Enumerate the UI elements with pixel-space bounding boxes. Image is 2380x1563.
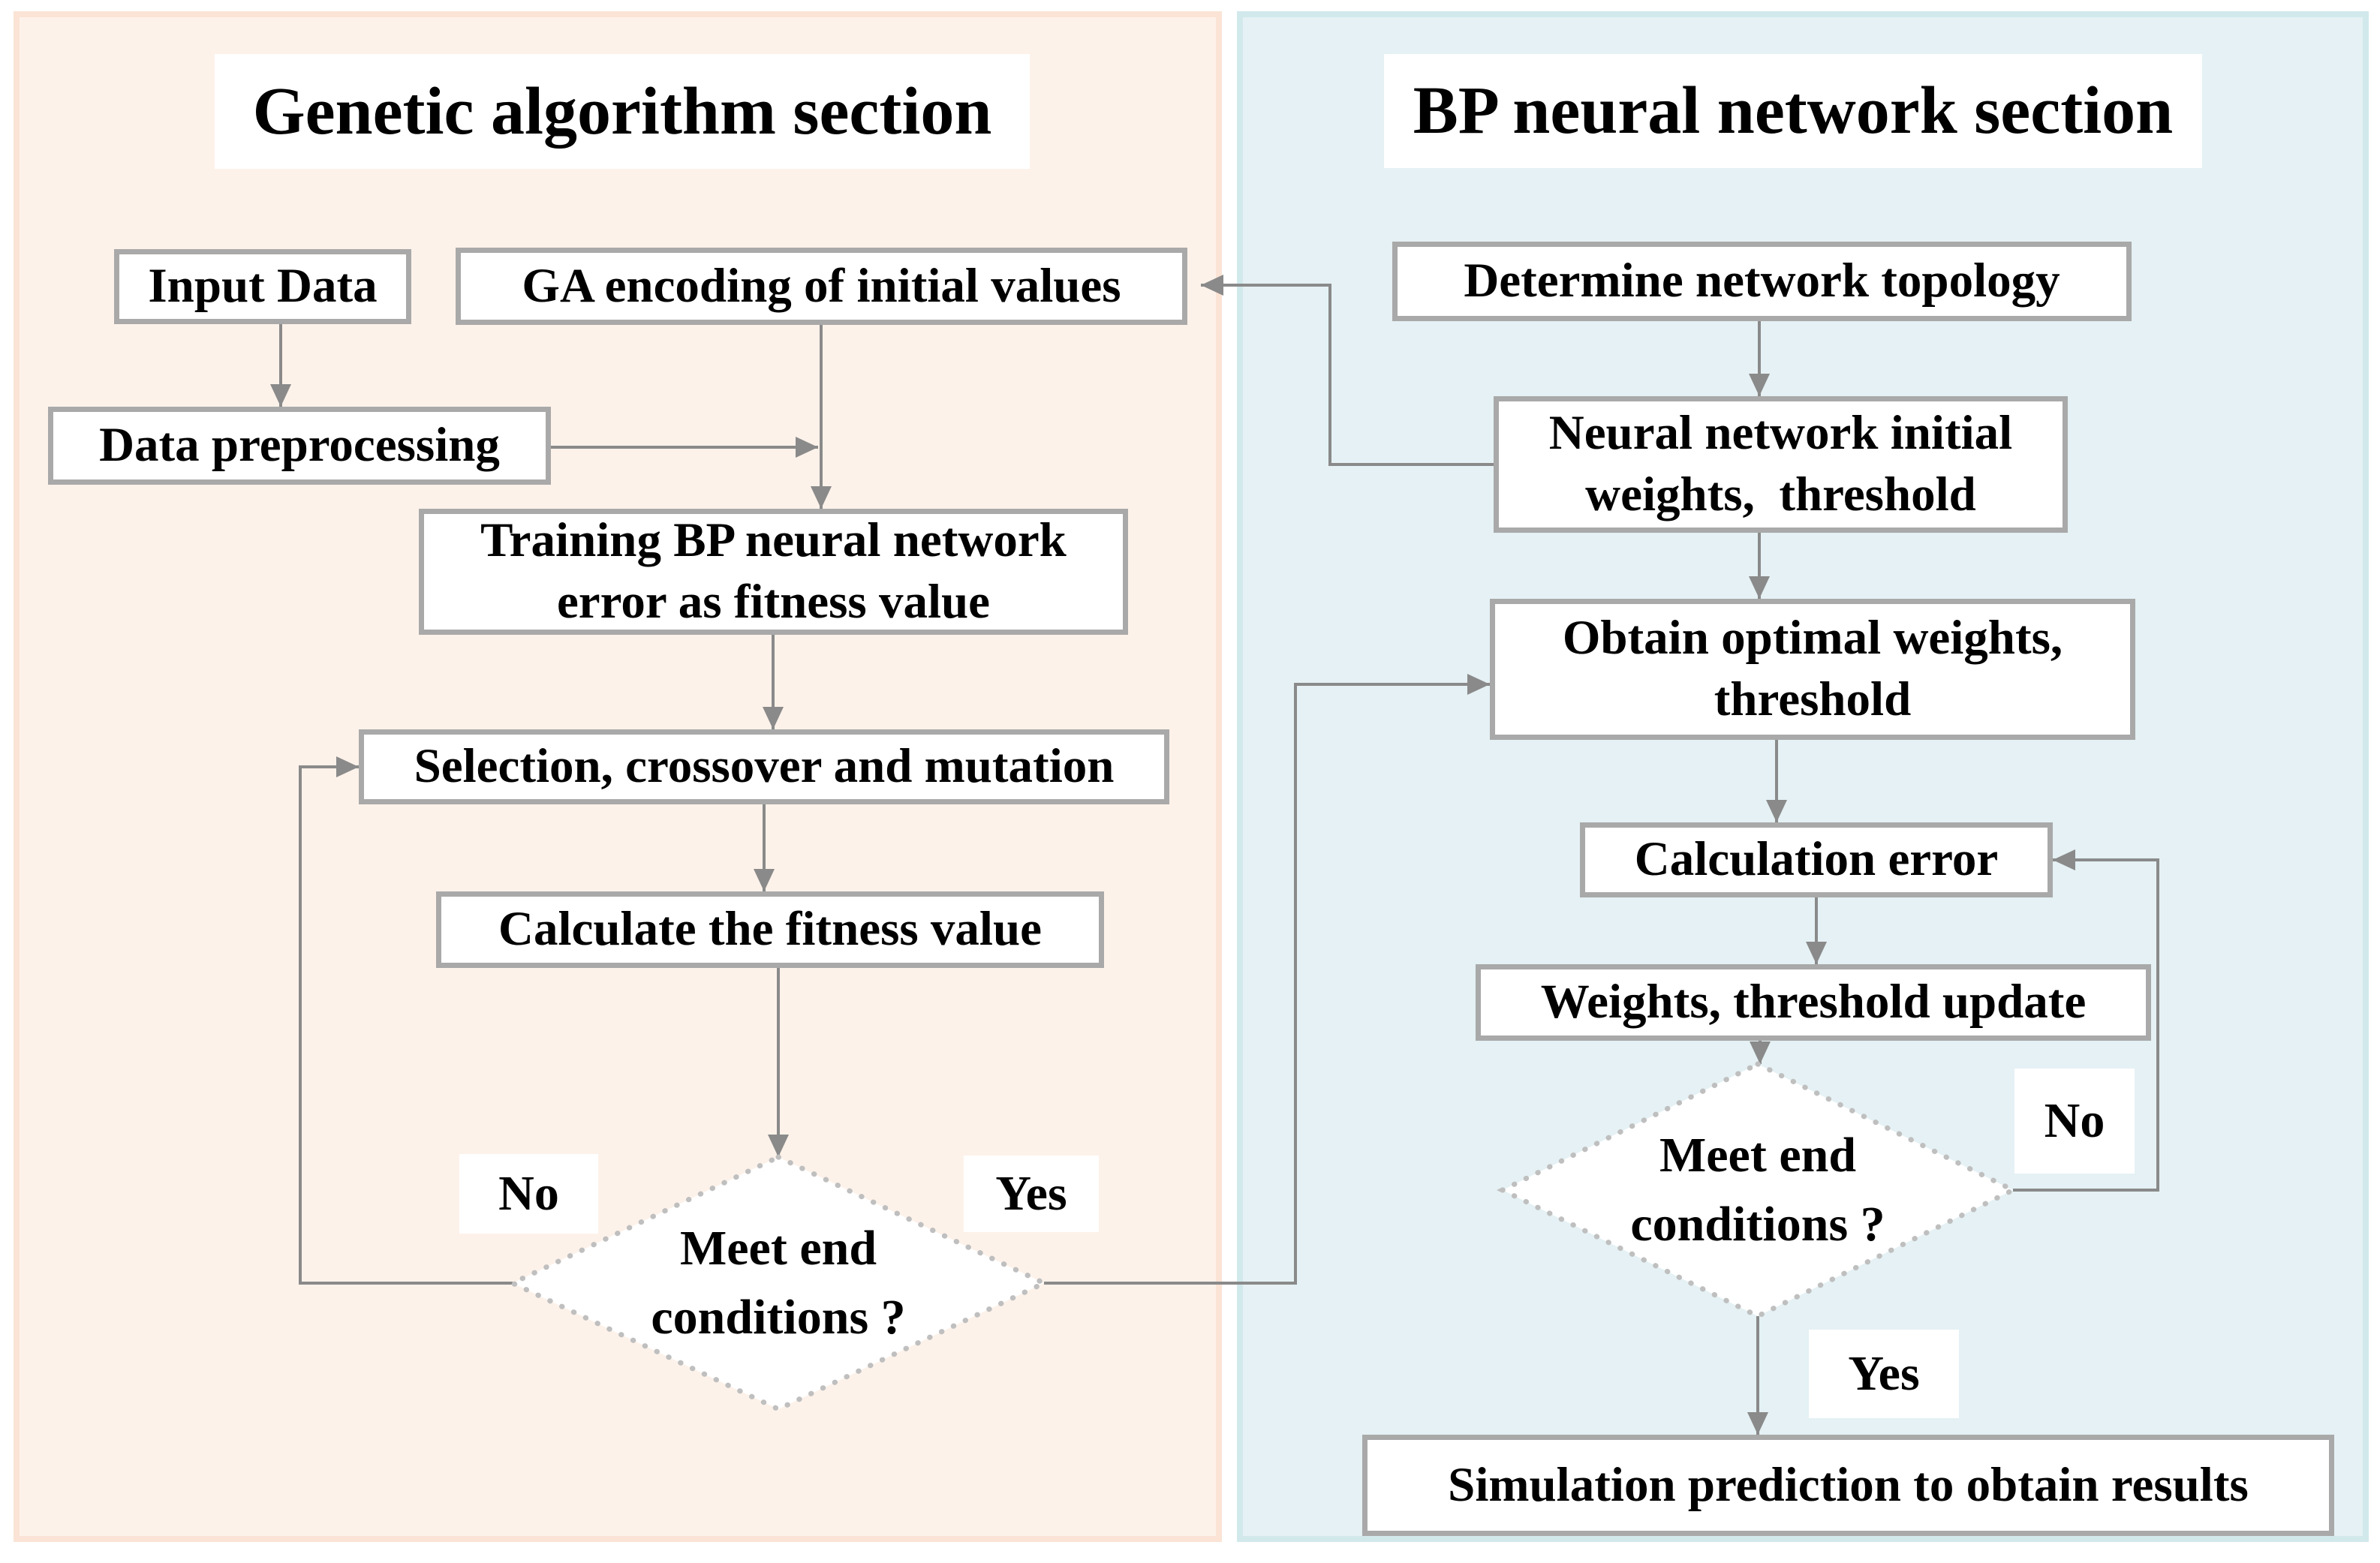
bp-decision-text: Meet end conditions ? xyxy=(1495,1078,2020,1303)
bp-section-title: BP neural network section xyxy=(1384,54,2202,168)
bp-decision-line2: conditions ? xyxy=(1630,1197,1885,1252)
node-training-bp-network: Training BP neural network error as fitn… xyxy=(419,509,1128,635)
edge-neural-to-gaencoding xyxy=(1201,275,1494,466)
node-calculation-error: Calculation error xyxy=(1580,822,2053,897)
ga-yes-label-text: Yes xyxy=(995,1166,1067,1221)
node-selection-crossover-mutation: Selection, crossover and mutation xyxy=(359,729,1169,804)
node-input-data: Input Data xyxy=(114,249,411,324)
ga-no-label: No xyxy=(459,1154,598,1234)
node-neural-initial-weights: Neural network initial weights, threshol… xyxy=(1494,396,2068,533)
node-determine-topology: Determine network topology xyxy=(1392,242,2132,321)
bp-section-title-text: BP neural network section xyxy=(1413,74,2174,149)
node-determine-topology-label: Determine network topology xyxy=(1464,254,2060,308)
node-training-line2: error as fitness value xyxy=(556,575,991,629)
node-weights-threshold-update: Weights, threshold update xyxy=(1476,964,2151,1041)
edge-bp-no-loop xyxy=(2013,849,2159,1192)
node-input-data-label: Input Data xyxy=(148,259,378,314)
node-calculate-fitness-label: Calculate the fitness value xyxy=(498,902,1042,957)
node-simulation-prediction: Simulation prediction to obtain results xyxy=(1362,1435,2334,1536)
node-neural-initial-line2: weights, threshold xyxy=(1585,467,1976,522)
node-ga-encoding: GA encoding of initial values xyxy=(456,248,1187,325)
ga-decision-line2: conditions ? xyxy=(651,1290,906,1345)
ga-no-label-text: No xyxy=(498,1166,559,1221)
node-obtain-optimal-line2: threshold xyxy=(1714,672,1912,726)
node-data-preprocessing: Data preprocessing xyxy=(48,407,551,485)
bp-decision-line1: Meet end xyxy=(1659,1127,1857,1183)
ga-section-title: Genetic algorithm section xyxy=(215,54,1030,169)
node-ga-encoding-label: GA encoding of initial values xyxy=(522,258,1121,313)
ga-decision-line1: Meet end xyxy=(679,1220,877,1276)
node-weights-update-label: Weights, threshold update xyxy=(1540,975,2087,1029)
bp-no-label: No xyxy=(2014,1069,2135,1174)
node-obtain-optimal-weights: Obtain optimal weights, threshold xyxy=(1490,599,2135,740)
node-simulation-label: Simulation prediction to obtain results xyxy=(1448,1457,2249,1512)
ga-decision-diamond xyxy=(506,1154,1051,1412)
bp-no-label-text: No xyxy=(2044,1093,2105,1148)
edge-ga-no-loop xyxy=(299,756,513,1285)
node-selection-label: Selection, crossover and mutation xyxy=(414,739,1115,794)
edge-ga-yes-to-obtain xyxy=(1044,674,1490,1285)
node-obtain-optimal-line1: Obtain optimal weights, xyxy=(1562,611,2063,666)
node-training-line1: Training BP neural network xyxy=(480,513,1067,568)
ga-section-title-text: Genetic algorithm section xyxy=(252,74,992,149)
ga-decision-text: Meet end conditions ? xyxy=(516,1171,1041,1396)
bp-yes-label-text: Yes xyxy=(1848,1346,1920,1401)
node-data-preprocessing-label: Data preprocessing xyxy=(99,418,500,473)
bp-yes-label: Yes xyxy=(1809,1330,1959,1418)
node-calculate-fitness: Calculate the fitness value xyxy=(436,891,1104,968)
ga-yes-label: Yes xyxy=(964,1156,1099,1232)
node-neural-initial-line1: Neural network initial xyxy=(1548,406,2013,461)
bp-decision-diamond xyxy=(1497,1061,2019,1319)
node-calculation-error-label: Calculation error xyxy=(1634,832,1999,887)
